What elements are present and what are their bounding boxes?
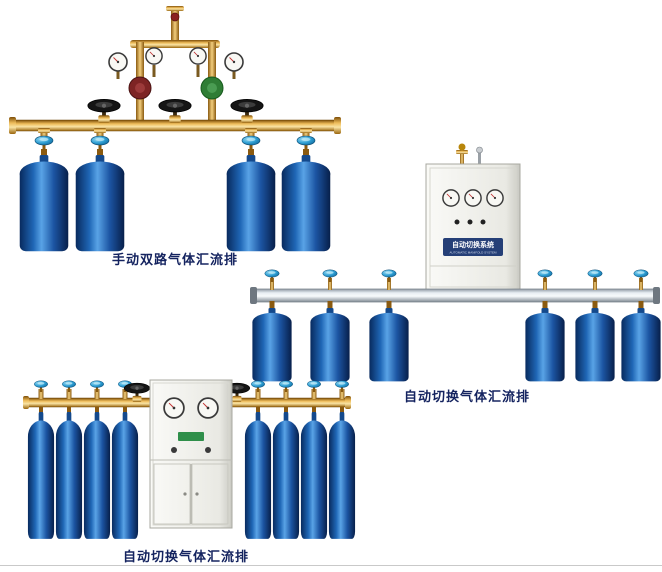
valve-knob <box>34 135 54 151</box>
cylinder-assembly <box>111 380 139 539</box>
valve-knob <box>90 135 110 151</box>
valve-knob <box>250 380 266 392</box>
cabinet-door <box>153 463 191 525</box>
cylinder-assembly <box>621 269 661 382</box>
cabinet-gauge <box>197 397 219 419</box>
gas-cylinder <box>19 155 69 252</box>
indicator-dot <box>480 219 486 225</box>
indicator-dot <box>467 219 473 225</box>
gas-cylinder <box>525 308 565 382</box>
auto-switch-manifold-illustration: 自动切换系统 AUTOMATIC MANIFOLD SYSTEM <box>250 143 661 382</box>
valve-knob <box>334 380 350 392</box>
end-cap <box>334 117 341 134</box>
cabinet-title: 自动切换系统 <box>452 240 494 249</box>
gas-cylinder <box>300 412 328 539</box>
valve-knob <box>381 269 397 282</box>
pressure-gauge <box>224 52 244 72</box>
cabinet-gauge <box>486 189 504 207</box>
valve-knob <box>537 269 553 282</box>
cabinet-gauge <box>464 189 482 207</box>
cabinet-knob <box>205 447 211 453</box>
caption-auto-switch-b: 自动切换气体汇流排 <box>122 549 249 564</box>
cylinder-assembly <box>300 380 328 539</box>
cabinet-nameplate <box>443 238 503 256</box>
cylinder-assembly <box>19 128 69 252</box>
valve-knob <box>61 380 77 392</box>
control-cabinet <box>149 379 233 529</box>
handwheel-valve <box>230 98 264 123</box>
valve-knob <box>306 380 322 392</box>
cylinder-assembly <box>310 269 350 382</box>
gas-cylinder <box>621 308 661 382</box>
caption-auto-switch-a: 自动切换气体汇流排 <box>404 389 531 404</box>
gas-cylinder <box>328 412 356 539</box>
end-cap <box>345 396 351 409</box>
cabinet-top-fittings <box>456 143 483 166</box>
gas-cylinder <box>83 412 111 539</box>
end-cap <box>653 287 660 304</box>
right-regulator-station <box>189 47 244 100</box>
end-cap <box>250 287 257 304</box>
cylinder-assembly <box>27 380 55 539</box>
cylinder-assembly <box>328 380 356 539</box>
indicator-dot <box>454 219 460 225</box>
cabinet-knob <box>171 447 177 453</box>
valve-knob <box>278 380 294 392</box>
gas-cylinder <box>310 308 350 382</box>
cabinet-door <box>191 463 229 525</box>
gas-cylinder <box>244 412 272 539</box>
manifold-bar <box>250 287 660 304</box>
end-cap <box>9 117 16 134</box>
cabinet-gauge <box>442 189 460 207</box>
bottom-divider <box>0 565 662 566</box>
valve-knob <box>33 380 49 392</box>
left-regulator-station <box>108 47 163 100</box>
gas-cylinder <box>252 308 292 382</box>
cylinder-assembly <box>575 269 615 382</box>
cylinder-assembly <box>272 380 300 539</box>
valve-knob <box>633 269 649 282</box>
manual-dual-manifold-illustration <box>9 6 341 252</box>
top-valve <box>170 12 180 22</box>
gas-cylinder <box>272 412 300 539</box>
door-handle <box>195 492 199 496</box>
valve-knob <box>322 269 338 282</box>
caption-manual-dual: 手动双路气体汇流排 <box>111 252 238 267</box>
valve-knob <box>264 269 280 282</box>
gas-cylinder <box>575 308 615 382</box>
cylinder-assembly <box>75 128 125 252</box>
cylinder-assembly <box>252 269 292 382</box>
door-handle <box>183 492 187 496</box>
gas-cylinder <box>27 412 55 539</box>
cabinet-gauge <box>163 397 185 419</box>
pressure-gauge <box>145 47 163 65</box>
cylinder-assembly <box>83 380 111 539</box>
cylinder-assembly <box>226 128 276 252</box>
handwheel-valve <box>158 98 192 123</box>
cylinder-assembly <box>525 269 565 382</box>
handwheel-valve <box>87 98 121 123</box>
end-cap <box>23 396 29 409</box>
gas-cylinder <box>111 412 139 539</box>
gas-cylinder <box>55 412 83 539</box>
control-cabinet: 自动切换系统 AUTOMATIC MANIFOLD SYSTEM <box>425 163 521 292</box>
cylinder-assembly <box>369 269 409 382</box>
valve-knob <box>89 380 105 392</box>
cylinder-assembly <box>281 128 331 252</box>
auto-switch-manifold-illustration-2 <box>23 379 356 539</box>
cylinder-assembly <box>55 380 83 539</box>
pressure-gauge <box>189 47 207 65</box>
cabinet-subtitle: AUTOMATIC MANIFOLD SYSTEM <box>450 251 497 255</box>
gas-cylinder <box>75 155 125 252</box>
gas-cylinder <box>369 308 409 382</box>
cylinder-assembly <box>244 380 272 539</box>
valve-knob <box>587 269 603 282</box>
pressure-gauge <box>108 52 128 72</box>
cabinet-label-plate <box>178 432 204 441</box>
